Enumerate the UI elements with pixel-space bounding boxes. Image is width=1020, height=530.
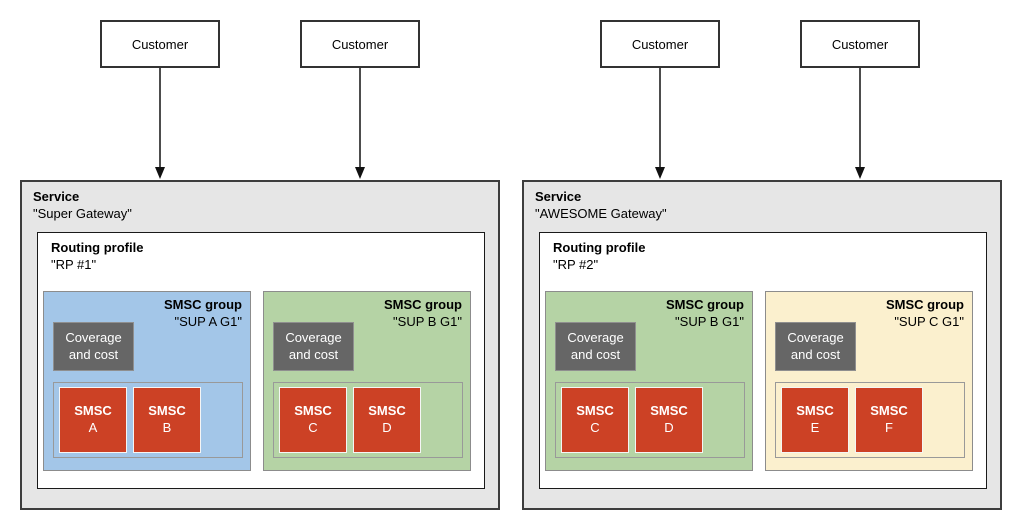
routing-profile-title: Routing profile xyxy=(51,240,144,255)
arrow-customer3-to-service2 xyxy=(655,68,665,180)
customer-label: Customer xyxy=(131,36,189,52)
smsc-box-d2: SMSC D xyxy=(635,387,703,453)
smsc-id: A xyxy=(88,420,98,435)
smsc-label: SMSC xyxy=(74,403,112,419)
smsc-id: F xyxy=(885,420,893,435)
routing-profile-rp1: Routing profile "RP #1" SMSC group "SUP … xyxy=(37,232,485,489)
smsc-box-b: SMSC B xyxy=(133,387,201,453)
smsc-group-header: SMSC group "SUP B G1" xyxy=(666,297,744,331)
smsc-group-header: SMSC group "SUP C G1" xyxy=(886,297,964,331)
customer-box-4: Customer xyxy=(800,20,920,68)
smsc-id: D xyxy=(664,420,674,435)
routing-profile-name: "RP #2" xyxy=(553,256,599,272)
customer-box-3: Customer xyxy=(600,20,720,68)
arrow-shaft xyxy=(659,68,661,168)
smsc-label: SMSC xyxy=(294,403,332,419)
smsc-group-sup-b-g1: SMSC group "SUP B G1" Coverage and cost … xyxy=(263,291,471,471)
smsc-group-sup-a-g1: SMSC group "SUP A G1" Coverage and cost … xyxy=(43,291,251,471)
smsc-group-name: "SUP B G1" xyxy=(675,313,744,329)
routing-profile-name: "RP #1" xyxy=(51,256,97,272)
smsc-label: SMSC xyxy=(870,403,908,419)
service-box-awesome-gateway: Service "AWESOME Gateway" Routing profil… xyxy=(522,180,1002,510)
customer-box-2: Customer xyxy=(300,20,420,68)
arrowhead-icon xyxy=(355,167,365,179)
smsc-label: SMSC xyxy=(368,403,406,419)
routing-profile-label: Routing profile "RP #1" xyxy=(51,240,143,274)
smsc-box-e: SMSC E xyxy=(781,387,849,453)
coverage-and-cost-box: Coverage and cost xyxy=(53,322,134,371)
smsc-group-name: "SUP A G1" xyxy=(174,313,242,329)
smsc-group-title: SMSC group xyxy=(886,297,964,312)
smsc-group-name: "SUP B G1" xyxy=(393,313,462,329)
service-title: Service xyxy=(33,189,80,204)
coverage-and-cost-box: Coverage and cost xyxy=(555,322,636,371)
arrowhead-icon xyxy=(855,167,865,179)
smsc-id: C xyxy=(590,420,600,435)
service-name: "AWESOME Gateway" xyxy=(535,205,667,221)
smsc-group-header: SMSC group "SUP A G1" xyxy=(164,297,242,331)
arrowhead-icon xyxy=(655,167,665,179)
coverage-label: Coverage and cost xyxy=(285,330,342,362)
arrow-shaft xyxy=(159,68,161,168)
customer-label: Customer xyxy=(331,36,389,52)
service-label: Service "AWESOME Gateway" xyxy=(535,189,667,223)
smsc-box-a: SMSC A xyxy=(59,387,127,453)
smsc-box-f: SMSC F xyxy=(855,387,923,453)
arrow-customer4-to-service2 xyxy=(855,68,865,180)
service-label: Service "Super Gateway" xyxy=(33,189,132,223)
coverage-label: Coverage and cost xyxy=(567,330,624,362)
smsc-label: SMSC xyxy=(148,403,186,419)
smsc-group-title: SMSC group xyxy=(384,297,462,312)
smsc-label: SMSC xyxy=(650,403,688,419)
smsc-box-d: SMSC D xyxy=(353,387,421,453)
service-box-super-gateway: Service "Super Gateway" Routing profile … xyxy=(20,180,500,510)
smsc-holder: SMSC A SMSC B xyxy=(53,382,243,458)
smsc-holder: SMSC C SMSC D xyxy=(555,382,745,458)
coverage-label: Coverage and cost xyxy=(65,330,122,362)
smsc-group-title: SMSC group xyxy=(666,297,744,312)
service-title: Service xyxy=(535,189,582,204)
customer-label: Customer xyxy=(831,36,889,52)
smsc-holder: SMSC C SMSC D xyxy=(273,382,463,458)
coverage-and-cost-box: Coverage and cost xyxy=(775,322,856,371)
routing-profile-rp2: Routing profile "RP #2" SMSC group "SUP … xyxy=(539,232,987,489)
arrowhead-icon xyxy=(155,167,165,179)
smsc-id: B xyxy=(162,420,172,435)
smsc-id: E xyxy=(810,420,820,435)
arrow-customer2-to-service1 xyxy=(355,68,365,180)
arrow-customer1-to-service1 xyxy=(155,68,165,180)
service-name: "Super Gateway" xyxy=(33,205,132,221)
smsc-holder: SMSC E SMSC F xyxy=(775,382,965,458)
smsc-box-c2: SMSC C xyxy=(561,387,629,453)
routing-profile-label: Routing profile "RP #2" xyxy=(553,240,645,274)
smsc-id: D xyxy=(382,420,392,435)
arrow-shaft xyxy=(359,68,361,168)
arrow-shaft xyxy=(859,68,861,168)
smsc-group-header: SMSC group "SUP B G1" xyxy=(384,297,462,331)
smsc-id: C xyxy=(308,420,318,435)
smsc-group-title: SMSC group xyxy=(164,297,242,312)
smsc-group-sup-c-g1: SMSC group "SUP C G1" Coverage and cost … xyxy=(765,291,973,471)
customer-box-1: Customer xyxy=(100,20,220,68)
coverage-and-cost-box: Coverage and cost xyxy=(273,322,354,371)
coverage-label: Coverage and cost xyxy=(787,330,844,362)
smsc-box-c: SMSC C xyxy=(279,387,347,453)
smsc-group-sup-b-g1-2: SMSC group "SUP B G1" Coverage and cost … xyxy=(545,291,753,471)
customer-label: Customer xyxy=(631,36,689,52)
routing-profile-title: Routing profile xyxy=(553,240,646,255)
smsc-label: SMSC xyxy=(796,403,834,419)
smsc-label: SMSC xyxy=(576,403,614,419)
smsc-group-name: "SUP C G1" xyxy=(894,313,964,329)
